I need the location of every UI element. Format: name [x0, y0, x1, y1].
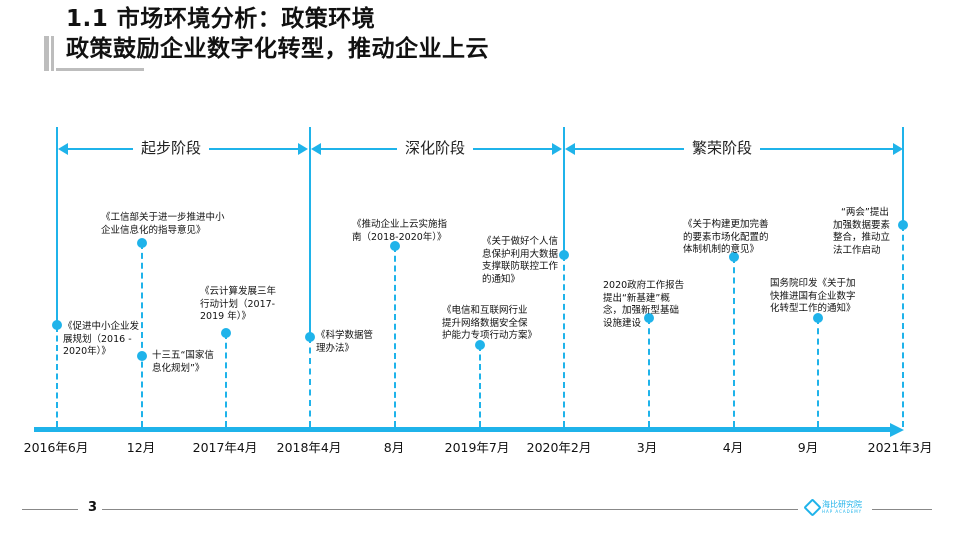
event-dot [898, 220, 908, 230]
stage-boundary-2018 [309, 127, 311, 337]
event-dot [813, 313, 823, 323]
connector-2018-04 [309, 337, 311, 427]
tick-label: 2019年7月 [444, 440, 510, 455]
footer-line-right [872, 509, 932, 510]
connector-2019-07 [479, 345, 481, 427]
connector-2016-06 [56, 326, 58, 427]
event-dot [305, 332, 315, 342]
event-enterprise-cloud-guide: 《推动企业上云实施指 南（2018-2020年）》 [352, 219, 448, 243]
event-13th-five-year-informatization: 十三五“国家信 息化规划”》 [152, 350, 214, 374]
event-personal-info-protection: 《关于做好个人信 息保护利用大数据 支撑联防联控工作 的通知》 [482, 236, 559, 285]
tick-label: 2016年6月 [23, 440, 89, 455]
timeline-axis [34, 427, 892, 432]
footer-logo: 海比研究院 HAP ACADEMY [803, 497, 863, 517]
event-soe-digital-transformation: 国务院印发《关于加 快推进国有企业数字 化转型工作的通知》 [770, 278, 856, 314]
event-dot [729, 252, 739, 262]
tick-label: 2018年4月 [276, 440, 342, 455]
page-title: 1.1 市场环境分析：政策环境 [66, 6, 376, 32]
tick-label: 2020年2月 [526, 440, 592, 455]
event-miit-sme-informatization: 《工信部关于进一步推进中小 企业信息化的指导意见》 [101, 212, 225, 236]
title-decoration-bar-inner [51, 36, 54, 71]
tick-label: 9月 [797, 440, 819, 455]
connector-2017-04 [225, 333, 227, 427]
stage-label-start: 起步阶段 [133, 138, 210, 158]
logo-text: 海比研究院 [822, 500, 862, 509]
page-number: 3 [88, 500, 98, 515]
stage1-arrow-right [298, 143, 308, 155]
connector-2021-03 [902, 225, 904, 427]
page-subtitle: 政策鼓励企业数字化转型，推动企业上云 [66, 36, 489, 62]
event-factor-market-allocation: 《关于构建更加完善 的要素市场化配置的 体制机制的意见》 [683, 219, 769, 255]
event-two-sessions-data-elements: “两会”提出 加强数据要素 整合，推动立 法工作启动 [833, 207, 891, 256]
title-decoration-bar-outer [44, 36, 49, 71]
event-dot [644, 313, 654, 323]
event-dot [137, 238, 147, 248]
title-underline [56, 68, 144, 71]
timeline-axis-arrowhead [890, 423, 904, 437]
cube-logo-icon [803, 497, 822, 517]
event-dot [52, 320, 62, 330]
stage-boundary-2016 [56, 127, 58, 327]
connector-2016-12-a [141, 243, 143, 427]
event-dot [390, 241, 400, 251]
tick-label: 3月 [636, 440, 658, 455]
event-dot [137, 351, 147, 361]
event-cloud-computing-3yr-plan: 《云计算发展三年 行动计划（2017- 2019 年）》 [200, 286, 277, 322]
stage-label-prosper: 繁荣阶段 [684, 138, 761, 158]
stage3-arrow-right [893, 143, 903, 155]
connector-2020-09 [817, 318, 819, 427]
stage-label-deepen: 深化阶段 [397, 138, 474, 158]
event-new-infrastructure: 2020政府工作报告 提出“新基建”概 念，加强新型基础 设施建设 [603, 280, 685, 329]
event-dot [221, 328, 231, 338]
stage2-arrow-left [311, 143, 321, 155]
stage-boundary-2020 [563, 127, 565, 255]
connector-2020-03 [648, 318, 650, 427]
event-telecom-data-security: 《电信和互联网行业 提升网络数据安全保 护能力专项行动方案》 [442, 305, 538, 341]
stage2-arrow-right [552, 143, 562, 155]
event-sme-development-plan: 《促进中小企业发 展规划（2016 - 2020年）》 [63, 321, 140, 357]
connector-2020-04 [733, 257, 735, 427]
tick-label: 2021年3月 [867, 440, 933, 455]
event-dot [475, 340, 485, 350]
stage3-arrow-left [565, 143, 575, 155]
connector-2020-02 [563, 255, 565, 427]
footer-line-left [22, 509, 78, 510]
tick-label: 2017年4月 [192, 440, 258, 455]
logo-subtext: HAP ACADEMY [822, 509, 863, 514]
tick-label: 4月 [722, 440, 744, 455]
tick-label: 12月 [126, 440, 156, 455]
stage1-arrow-left [58, 143, 68, 155]
event-scientific-data-management: 《科学数据管 理办法》 [316, 330, 374, 354]
event-dot [559, 250, 569, 260]
connector-2018-08 [394, 246, 396, 427]
tick-label: 8月 [383, 440, 405, 455]
stage-boundary-2021 [902, 127, 904, 225]
footer-line-middle [102, 509, 798, 510]
